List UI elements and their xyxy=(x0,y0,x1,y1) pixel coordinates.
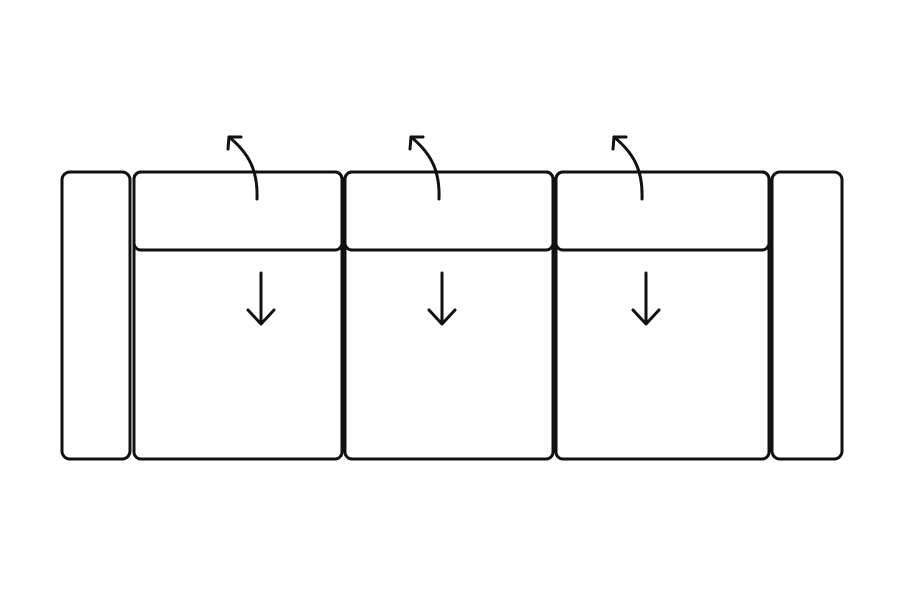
curved-arrow-up-left-icon xyxy=(408,135,441,201)
backrest-cushion-1 xyxy=(132,170,344,252)
curved-arrow-up-left-icon xyxy=(611,135,644,201)
arrow-down-icon xyxy=(246,271,276,326)
backrest-cushion-2 xyxy=(343,170,555,252)
arrow-down-icon xyxy=(631,271,661,326)
curved-arrow-up-left-icon xyxy=(226,135,259,201)
left-armrest xyxy=(60,170,132,461)
arrow-down-icon xyxy=(427,271,457,326)
backrest-cushion-3 xyxy=(554,170,771,252)
right-armrest xyxy=(770,170,844,461)
